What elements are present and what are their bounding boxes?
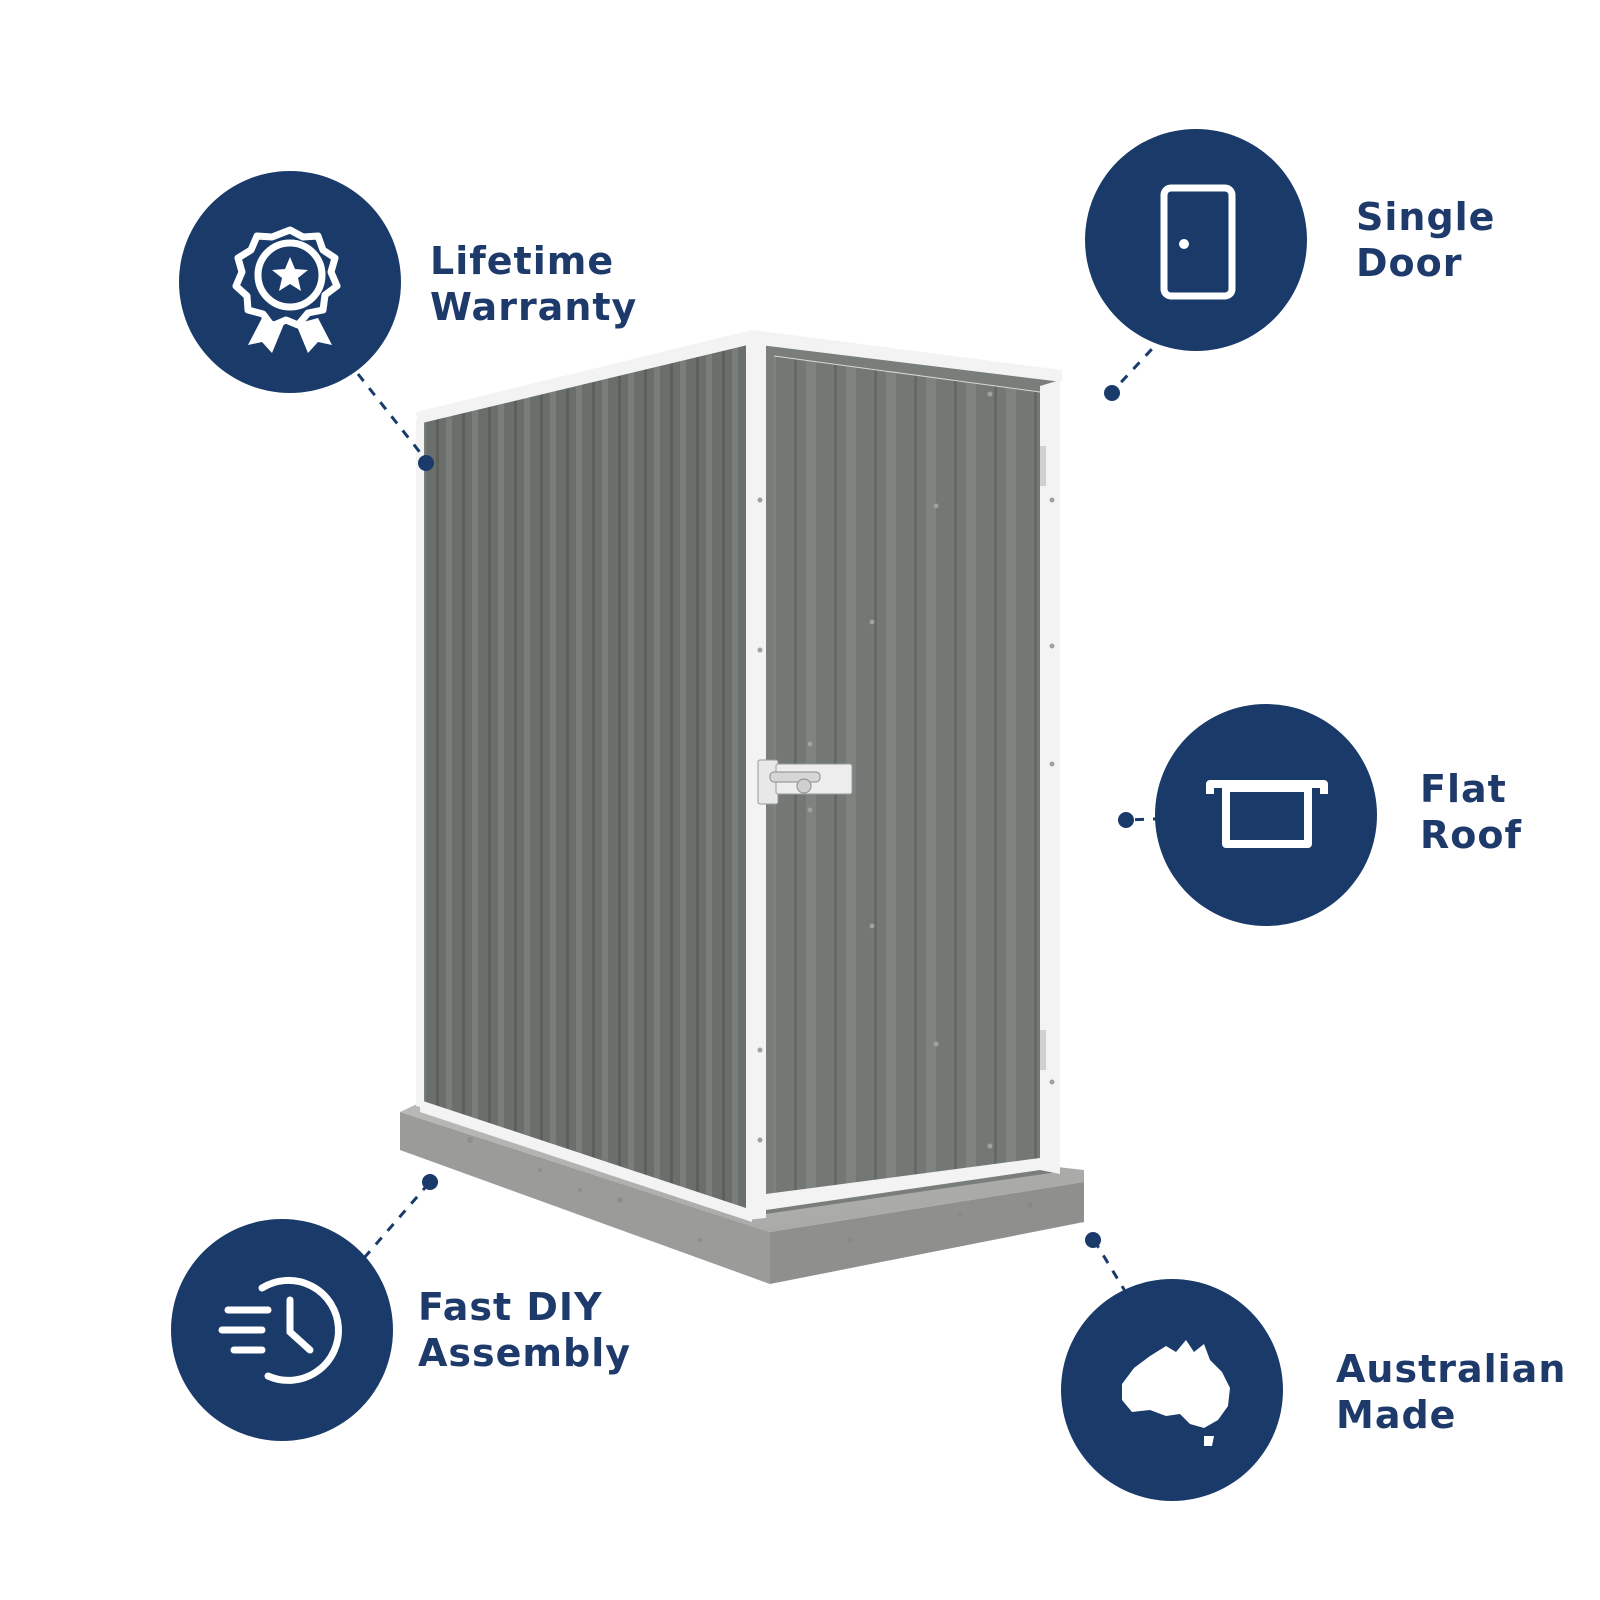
- roof-label-line1: Flat: [1420, 767, 1507, 811]
- assembly-label-line1: Fast DIY: [418, 1285, 603, 1329]
- door-label-line2: Door: [1356, 241, 1463, 285]
- origin-label: Australian Made: [1336, 1346, 1566, 1438]
- door-label: Single Door: [1356, 194, 1495, 286]
- shed-product-image: [400, 330, 1084, 1284]
- roof-label-line2: Roof: [1420, 813, 1523, 857]
- flat-roof-icon: [1206, 780, 1328, 848]
- warranty-label-line2: Warranty: [430, 285, 638, 329]
- door-hinge: [1040, 446, 1046, 486]
- callout-dots: [418, 385, 1134, 1248]
- shed-trim: [416, 330, 1062, 1222]
- door-icon: [1160, 184, 1236, 300]
- award-ribbon-icon: [232, 226, 341, 353]
- door-badge: [1085, 129, 1307, 351]
- roof-label: Flat Roof: [1420, 766, 1522, 858]
- door-label-line1: Single: [1356, 195, 1496, 239]
- origin-badge: [1061, 1279, 1283, 1501]
- warranty-label-line1: Lifetime: [430, 239, 615, 283]
- shed-door: [774, 356, 1040, 1200]
- assembly-label-line2: Assembly: [418, 1331, 632, 1375]
- roof-badge: [1155, 704, 1377, 926]
- warranty-badge: [179, 171, 401, 393]
- assembly-label: Fast DIY Assembly: [418, 1284, 631, 1376]
- origin-label-line1: Australian: [1336, 1347, 1567, 1391]
- door-latch: [757, 759, 853, 805]
- door-hinge: [1040, 1030, 1046, 1070]
- origin-label-line2: Made: [1336, 1393, 1457, 1437]
- shed-side-wall: [420, 338, 752, 1216]
- fast-clock-icon: [218, 1276, 342, 1384]
- callout-connectors: [356, 334, 1181, 1297]
- australia-map-icon: [1122, 1340, 1230, 1446]
- warranty-label: Lifetime Warranty: [430, 238, 637, 330]
- assembly-badge: [171, 1219, 393, 1441]
